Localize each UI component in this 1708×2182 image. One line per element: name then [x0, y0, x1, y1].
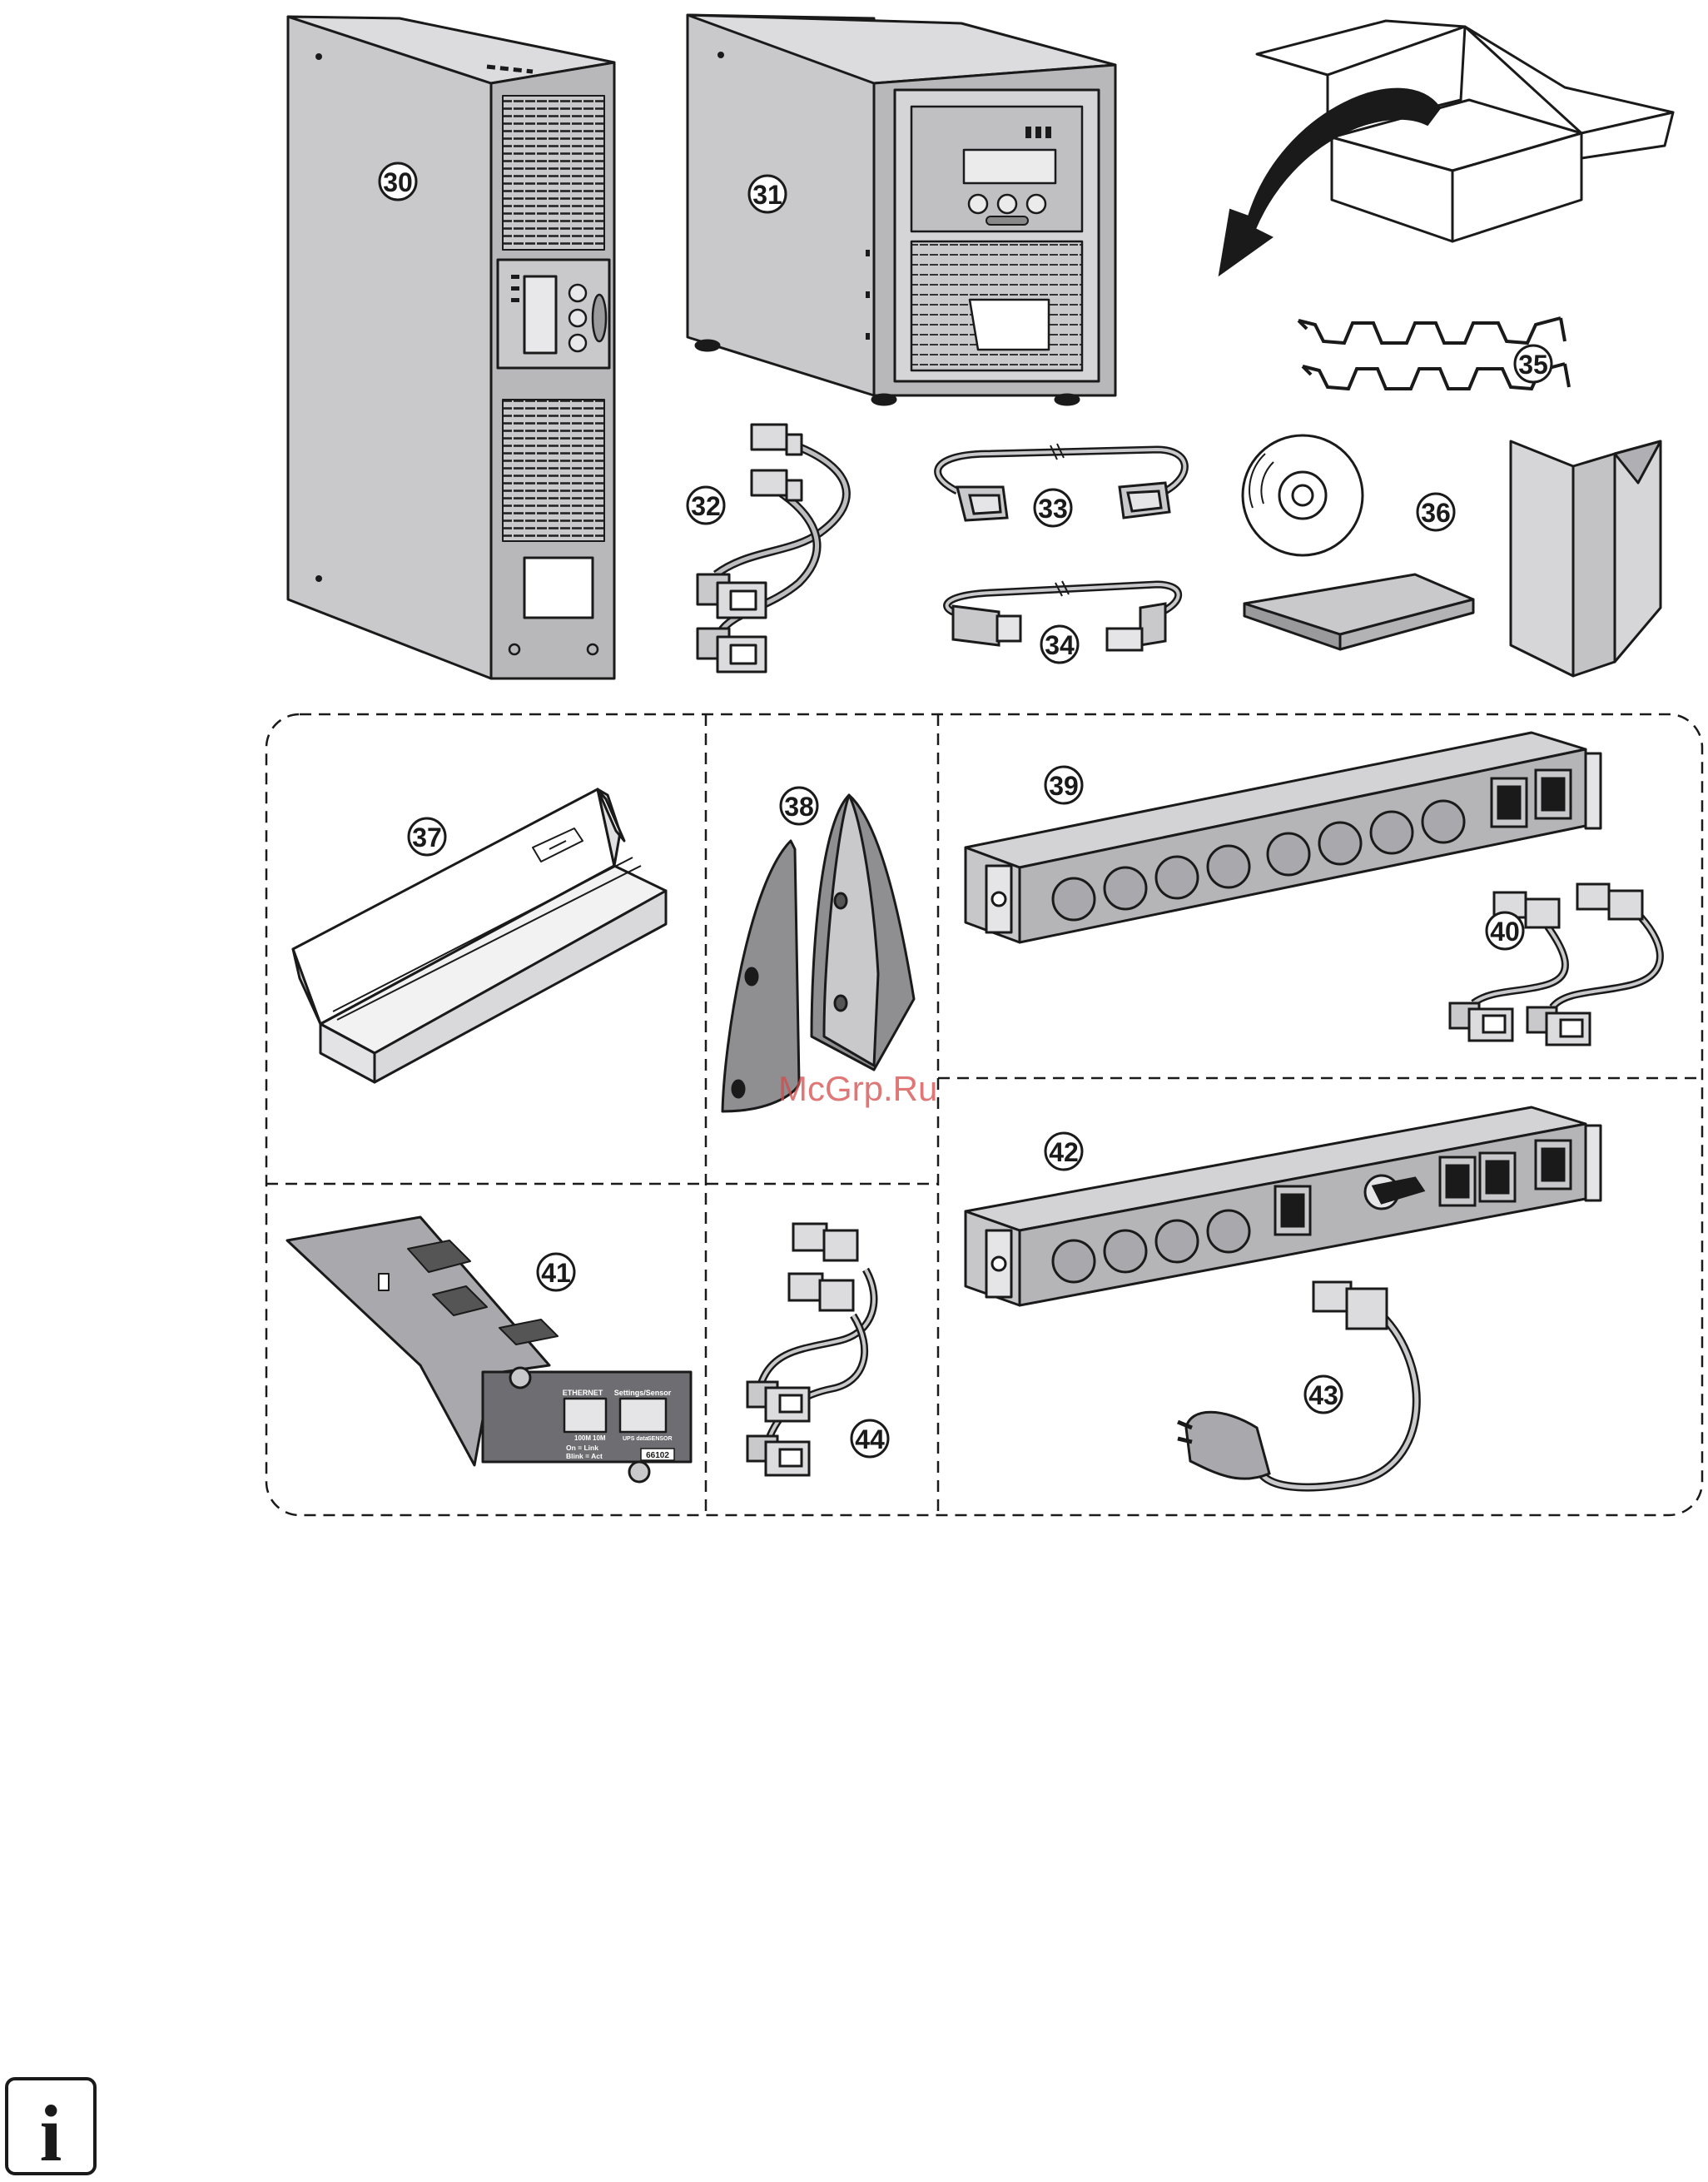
svg-text:39: 39: [1049, 771, 1079, 801]
item-number-44: 44: [852, 1420, 888, 1457]
svg-text:ETHERNET: ETHERNET: [563, 1389, 603, 1397]
svg-text:30: 30: [383, 167, 413, 197]
svg-text:31: 31: [752, 180, 782, 210]
item-number-32: 32: [688, 487, 724, 524]
svg-text:34: 34: [1045, 630, 1075, 660]
svg-text:On = Link: On = Link: [566, 1444, 598, 1452]
item-number-30: 30: [380, 163, 416, 200]
rack-kit-box-illustration: [293, 789, 666, 1082]
svg-text:UPS data: UPS data: [623, 1436, 648, 1442]
item-number-42: 42: [1045, 1133, 1082, 1170]
user-manual-illustration: [1244, 574, 1473, 649]
ups-tower-illustration: [688, 15, 1115, 405]
item-number-35: 35: [1515, 345, 1552, 382]
svg-text:42: 42: [1049, 1137, 1079, 1167]
item-number-31: 31: [749, 176, 786, 212]
ups-rack-tower-illustration: [288, 17, 614, 678]
svg-text:100M: 100M: [574, 1434, 591, 1442]
svg-text:40: 40: [1490, 917, 1520, 947]
cd-rom-illustration: [1243, 435, 1363, 555]
svg-text:SENSOR: SENSOR: [648, 1436, 673, 1442]
watermark-text: McGrp.Ru: [778, 1069, 937, 1108]
svg-text:38: 38: [784, 792, 814, 822]
folded-leaflet-illustration: [1511, 441, 1661, 676]
network-management-card-illustration: [287, 1217, 691, 1482]
svg-text:10M: 10M: [593, 1434, 606, 1442]
svg-text:Blink = Act: Blink = Act: [566, 1452, 603, 1460]
svg-text:43: 43: [1308, 1380, 1338, 1410]
item-number-41: 41: [538, 1254, 574, 1290]
svg-text:44: 44: [855, 1424, 885, 1454]
item-number-37: 37: [409, 818, 445, 855]
svg-text:35: 35: [1518, 350, 1548, 380]
info-icon: i: [7, 2079, 95, 2178]
tower-feet-illustration: [722, 795, 914, 1111]
mains-power-cable-illustration: [1178, 1282, 1417, 1488]
power-cables-illustration: [698, 425, 847, 672]
item-number-36: 36: [1418, 494, 1454, 530]
pdu-connection-cables-illustration: [1450, 884, 1660, 1045]
svg-text:Settings/Sensor: Settings/Sensor: [614, 1389, 672, 1397]
svg-text:33: 33: [1038, 494, 1068, 524]
item-number-43: 43: [1305, 1376, 1342, 1413]
item-number-34: 34: [1041, 626, 1078, 663]
item-number-38: 38: [781, 788, 817, 824]
svg-text:41: 41: [541, 1258, 571, 1288]
svg-text:32: 32: [691, 491, 721, 521]
item-number-39: 39: [1045, 767, 1082, 803]
item-number-33: 33: [1035, 490, 1071, 526]
item-number-40: 40: [1487, 912, 1523, 949]
svg-text:66102: 66102: [646, 1451, 669, 1460]
svg-text:i: i: [40, 2089, 62, 2178]
svg-text:37: 37: [412, 823, 442, 852]
svg-text:36: 36: [1421, 498, 1451, 528]
